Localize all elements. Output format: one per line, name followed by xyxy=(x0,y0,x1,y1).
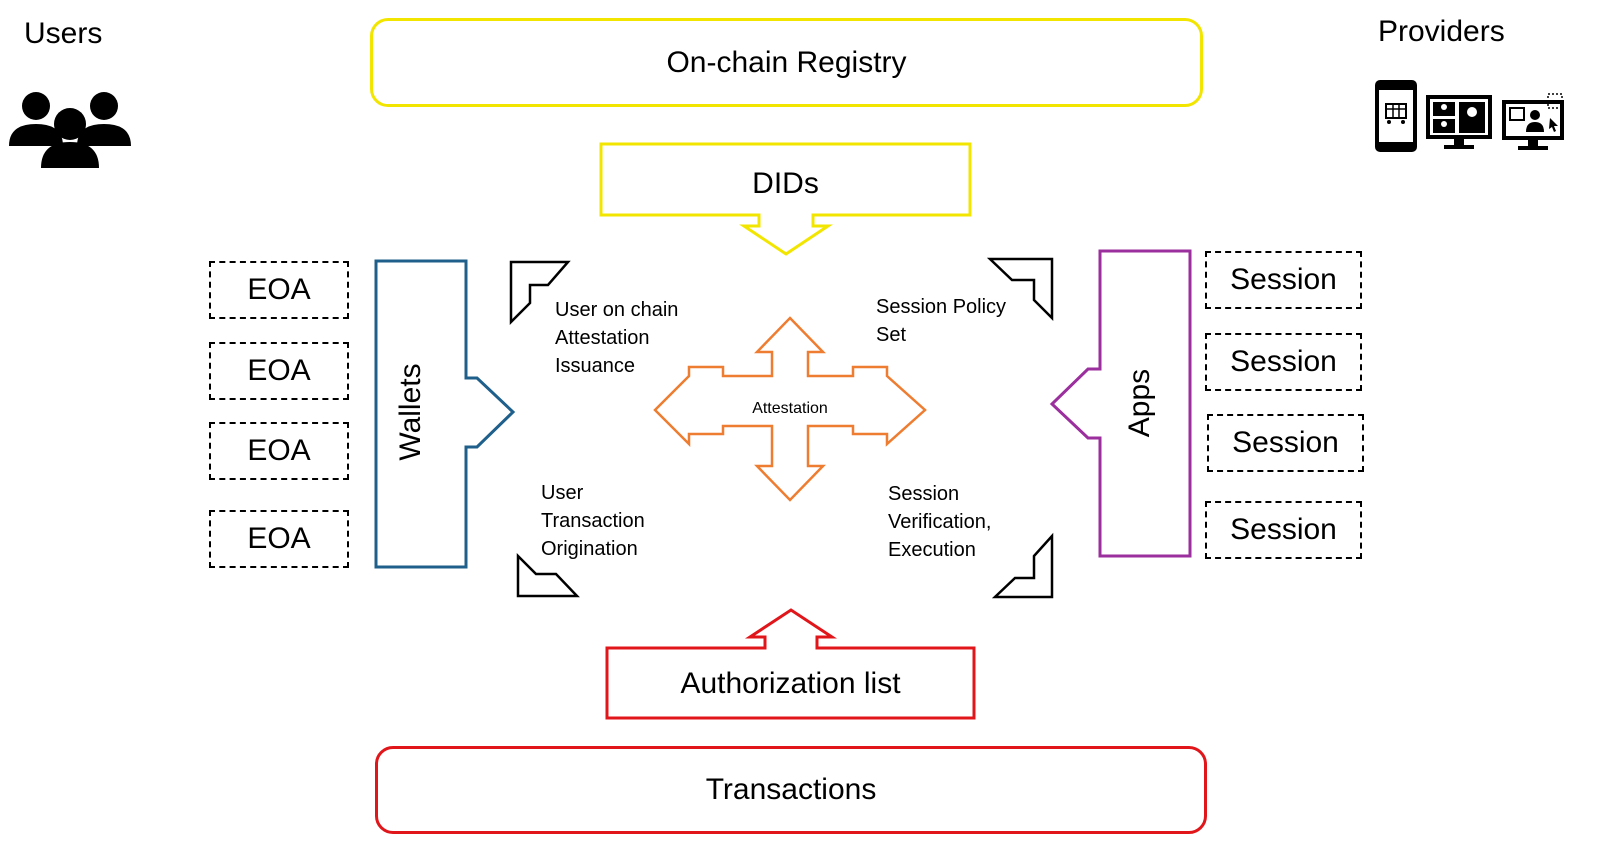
eoa-box: EOA xyxy=(209,342,349,400)
eoa-box: EOA xyxy=(209,510,349,568)
monitor-profiles-icon xyxy=(1426,95,1492,149)
session-box: Session xyxy=(1205,251,1362,309)
transactions-box: Transactions xyxy=(375,746,1207,834)
session-box: Session xyxy=(1205,501,1362,559)
onchain-registry-box: On-chain Registry xyxy=(370,18,1203,107)
flow-label-session-verification: Session Verification, Execution xyxy=(888,483,992,561)
users-label: Users xyxy=(24,17,103,50)
session-box: Session xyxy=(1207,414,1364,472)
mobile-shop-icon xyxy=(1375,80,1417,152)
onchain-registry-label: On-chain Registry xyxy=(666,45,907,79)
flow-label-session-policy: Session Policy Set xyxy=(876,296,1007,346)
eoa-box: EOA xyxy=(209,422,349,480)
eoa-label: EOA xyxy=(247,354,311,387)
monitor-user-icon xyxy=(1502,93,1564,150)
corner-arrow-bottom-right xyxy=(991,532,1054,599)
session-label: Session xyxy=(1232,426,1339,459)
eoa-label: EOA xyxy=(247,434,311,467)
users-group-icon xyxy=(9,92,131,168)
dids-label: DIDs xyxy=(752,167,819,200)
session-label: Session xyxy=(1230,513,1337,546)
apps-label: Apps xyxy=(1123,368,1156,438)
flow-label-attestation-issuance: User on chain Attestation Issuance xyxy=(555,299,679,377)
eoa-label: EOA xyxy=(247,273,311,306)
session-label: Session xyxy=(1230,345,1337,378)
session-box: Session xyxy=(1205,333,1362,391)
authorization-list-label: Authorization list xyxy=(680,667,901,700)
attestation-label: Attestation xyxy=(752,400,828,417)
eoa-box: EOA xyxy=(209,261,349,319)
wallets-label: Wallets xyxy=(394,363,427,461)
flow-label-transaction-origination: User Transaction Origination xyxy=(541,482,645,560)
providers-label: Providers xyxy=(1378,15,1505,48)
transactions-label: Transactions xyxy=(705,773,877,806)
session-label: Session xyxy=(1230,263,1337,296)
apps-arrow-shape xyxy=(1049,249,1192,558)
eoa-label: EOA xyxy=(247,522,311,555)
